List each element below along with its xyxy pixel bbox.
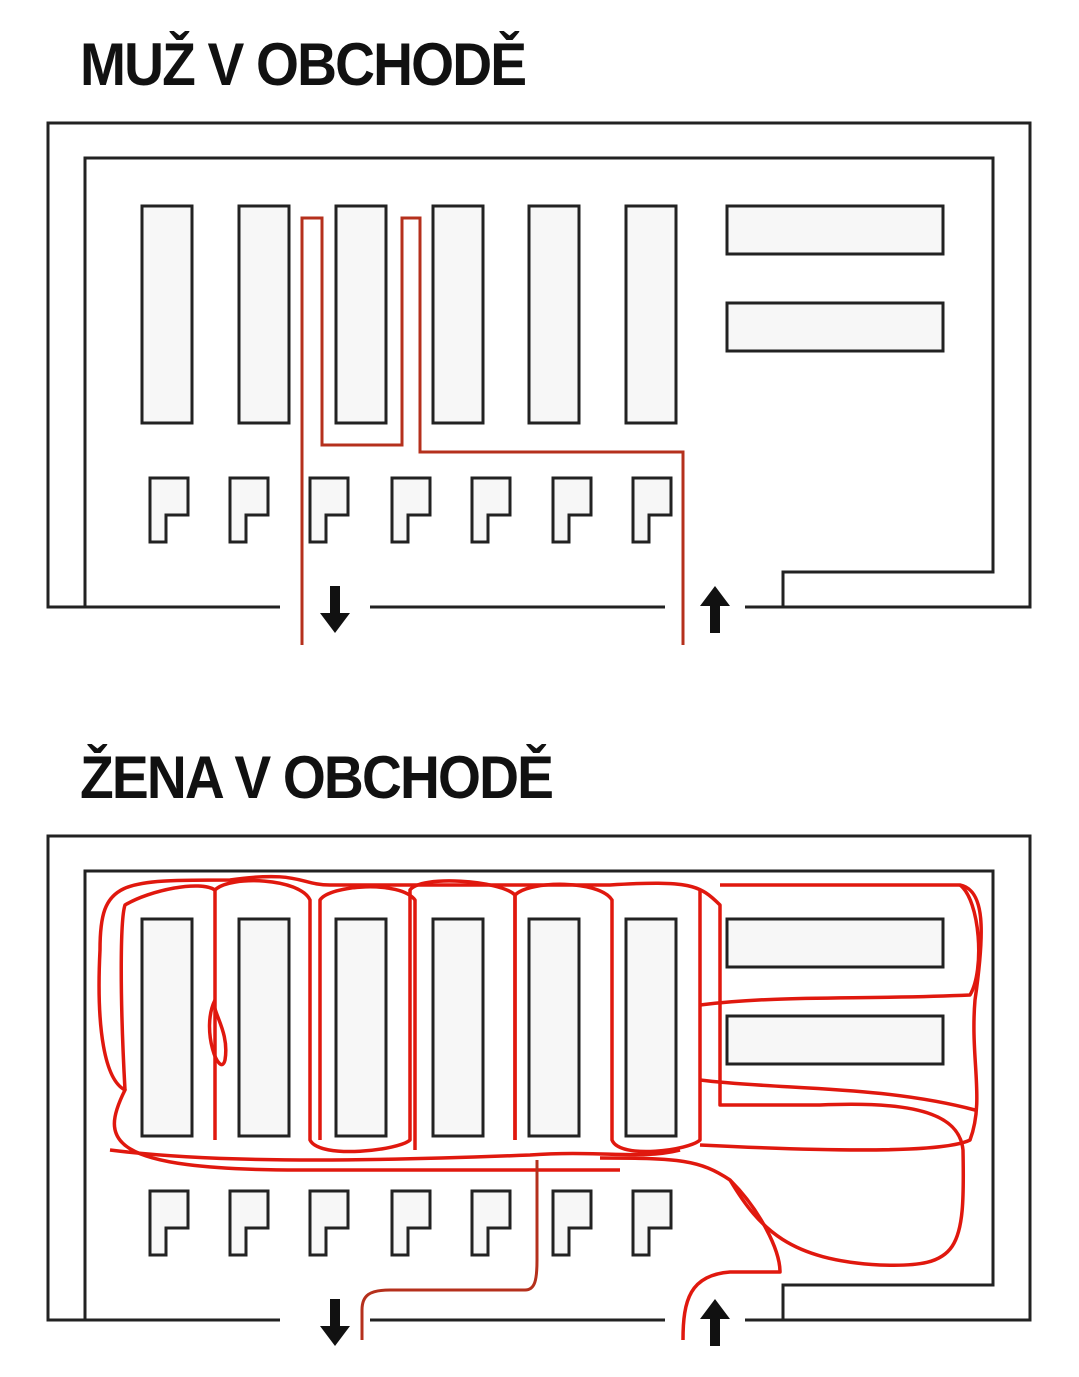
store-woman xyxy=(46,834,1032,1346)
woman-path-segment xyxy=(599,1156,782,1341)
store-inner-wall xyxy=(83,869,995,1320)
shelf-horizontal xyxy=(725,917,945,969)
shelf xyxy=(431,917,485,1138)
checkout-counter xyxy=(148,476,190,544)
store-inner-wall xyxy=(83,156,995,607)
title-woman: ŽENA V OBCHODĚ xyxy=(80,744,554,811)
checkout-counter xyxy=(631,476,673,544)
exit-arrow-down-icon xyxy=(320,586,350,633)
store-outer-wall xyxy=(46,121,1032,609)
checkout-counter xyxy=(390,476,432,544)
shelf xyxy=(140,917,194,1138)
checkout-counter xyxy=(228,1189,270,1257)
checkout-counter xyxy=(228,476,270,544)
checkout-counter xyxy=(148,1189,190,1257)
checkout-counter xyxy=(551,476,593,544)
store-outer-wall xyxy=(46,834,1032,1322)
checkout-counter xyxy=(551,1189,593,1257)
entrance-arrow-up-icon xyxy=(700,1299,730,1346)
shelf xyxy=(140,204,194,425)
checkout-counter xyxy=(308,476,350,544)
woman-path-segment xyxy=(513,882,702,1154)
title-man: MUŽ V OBCHODĚ xyxy=(80,31,527,98)
woman-path-segment xyxy=(318,885,417,1150)
entrance-arrow-up-icon xyxy=(700,586,730,633)
checkout-counter xyxy=(631,1189,673,1257)
shelf xyxy=(334,204,388,425)
woman-path-segment xyxy=(119,884,216,1091)
shelf xyxy=(527,204,581,425)
shelf xyxy=(431,204,485,425)
checkout-counter xyxy=(470,476,512,544)
checkout-counter xyxy=(470,1189,512,1257)
shelf xyxy=(334,917,388,1138)
shelf-horizontal xyxy=(725,204,945,256)
exit-arrow-down-icon xyxy=(320,1299,350,1346)
woman-path-segment xyxy=(699,1078,976,1112)
shelf xyxy=(237,917,291,1138)
store-man xyxy=(46,121,1032,633)
woman-path-segment xyxy=(97,874,966,1268)
shelf-horizontal xyxy=(725,301,945,353)
woman-path-segment xyxy=(109,1148,681,1162)
man-path xyxy=(300,216,685,645)
shelf xyxy=(527,917,581,1138)
woman-path-segment xyxy=(213,879,517,1154)
shelf xyxy=(237,204,291,425)
woman-exit-path xyxy=(360,1160,539,1340)
shelf xyxy=(624,204,678,425)
shelf-horizontal xyxy=(725,1014,945,1066)
woman-path-segment xyxy=(699,883,981,1007)
shelf xyxy=(624,917,678,1138)
checkout-counter xyxy=(308,1189,350,1257)
checkout-counter xyxy=(390,1189,432,1257)
woman-path-segment xyxy=(699,883,983,1152)
woman-path-segment xyxy=(207,999,228,1067)
